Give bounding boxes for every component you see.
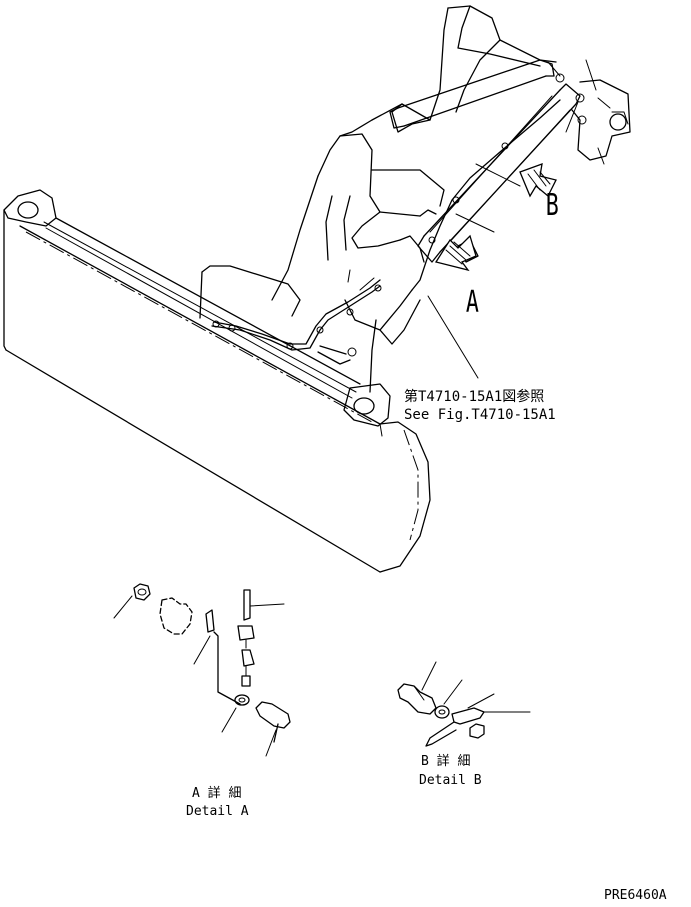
detail-b-parts xyxy=(397,661,531,747)
drawing-code: PRE6460A xyxy=(604,888,667,903)
reference-label-jp: 第T4710-15A1図参照 xyxy=(404,388,544,405)
bolt-b xyxy=(397,661,437,715)
main-assembly xyxy=(3,5,631,573)
clip-b xyxy=(425,693,531,747)
hose-harness xyxy=(199,265,382,365)
callout-b-label: B xyxy=(546,189,559,223)
reference-leader xyxy=(427,295,479,379)
clip-assembly xyxy=(237,589,285,687)
view-arrow-b xyxy=(519,163,557,198)
nut-b xyxy=(469,723,485,739)
detail-a-title-en: Detail A xyxy=(186,804,249,819)
view-arrow-a xyxy=(434,234,477,272)
clamp xyxy=(159,597,241,705)
detail-a-title-jp: A 詳 細 xyxy=(192,785,241,801)
callout-a-label: A xyxy=(466,286,479,320)
washer xyxy=(221,694,250,733)
lift-frame xyxy=(271,5,561,393)
detail-b-title-en: Detail B xyxy=(419,773,482,788)
detail-b-title-jp: B 詳 細 xyxy=(421,753,470,769)
top-bracket xyxy=(547,59,631,165)
reference-label-en: See Fig.T4710-15A1 xyxy=(404,407,556,423)
washer-b xyxy=(434,679,463,719)
nut xyxy=(113,583,151,619)
callout-b: B xyxy=(546,189,559,223)
detail-a-parts xyxy=(113,583,291,757)
leader-lines xyxy=(347,163,521,291)
callout-a: A xyxy=(466,286,479,320)
lift-cylinder xyxy=(389,59,555,129)
bolt xyxy=(255,701,291,757)
blade xyxy=(3,189,431,573)
tilt-brace xyxy=(417,83,581,263)
